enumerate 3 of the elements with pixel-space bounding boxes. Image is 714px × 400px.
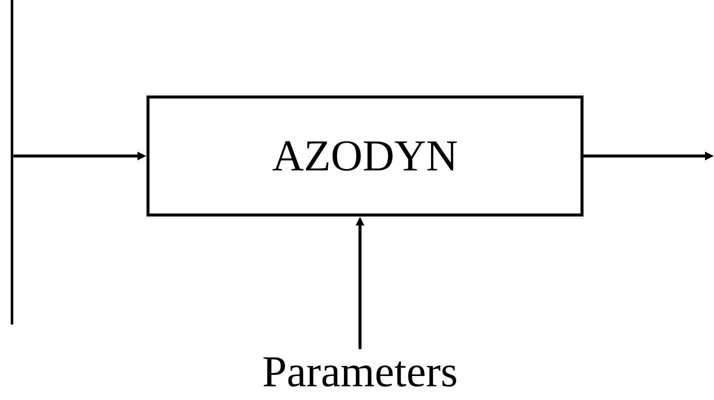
model-box: AZODYN	[146, 96, 584, 216]
boundary-line	[10, 0, 14, 324]
input-label: Parameters	[264, 357, 456, 387]
